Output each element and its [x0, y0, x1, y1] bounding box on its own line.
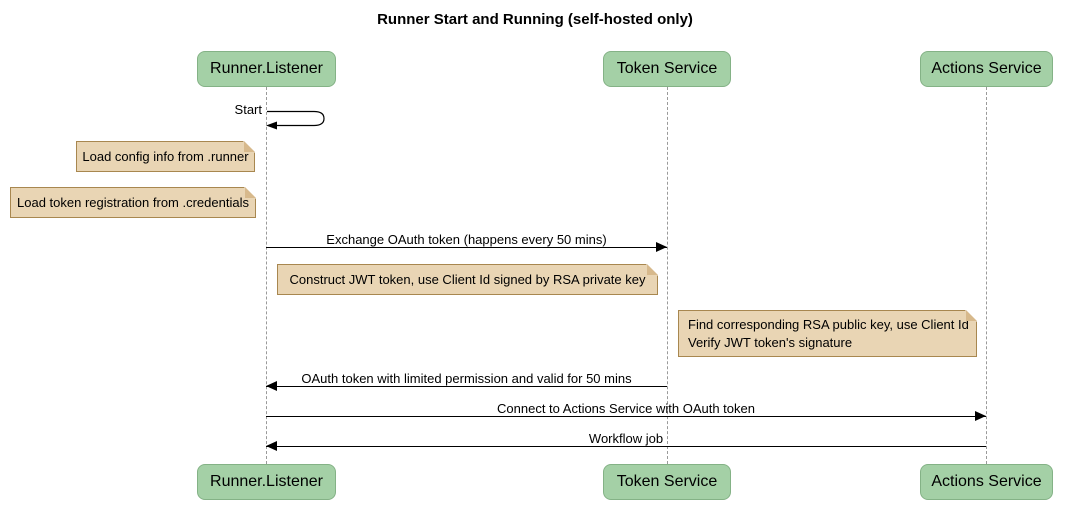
participant-label: Actions Service: [931, 60, 1042, 77]
participant-actions-service-top: Actions Service: [920, 51, 1053, 87]
lifeline-actions-service: [986, 87, 987, 464]
arrowhead-left-icon: [266, 381, 277, 391]
participant-runner-listener-bottom: Runner.Listener: [197, 464, 336, 500]
message-line: [266, 446, 986, 447]
message-label: Exchange OAuth token (happens every 50 m…: [326, 232, 607, 247]
note-text: Load config info from .runner: [82, 149, 249, 164]
arrowhead-left-icon: [266, 441, 277, 451]
note-load-token-registration: Load token registration from .credential…: [10, 187, 256, 218]
participant-label: Token Service: [616, 60, 718, 77]
participant-token-service-top: Token Service: [603, 51, 731, 87]
message-label: Workflow job: [588, 431, 664, 446]
participant-label: Token Service: [616, 473, 718, 490]
message-line: [266, 416, 986, 417]
message-line: [266, 386, 667, 387]
message-label: OAuth token with limited permission and …: [301, 371, 632, 386]
self-loop-arrow-icon: [266, 110, 325, 130]
note-text-line: Verify JWT token's signature: [688, 335, 853, 350]
message-label: Start: [234, 102, 262, 117]
participant-token-service-bottom: Token Service: [603, 464, 731, 500]
message-line: [266, 247, 667, 248]
arrowhead-right-icon: [975, 411, 986, 421]
arrowhead-right-icon: [656, 242, 667, 252]
participant-label: Actions Service: [931, 473, 1042, 490]
note-text-line: Find corresponding RSA public key, use C…: [688, 317, 969, 332]
participant-label: Runner.Listener: [210, 473, 323, 490]
participant-runner-listener-top: Runner.Listener: [197, 51, 336, 87]
note-text: Construct JWT token, use Client Id signe…: [289, 272, 646, 287]
participant-actions-service-bottom: Actions Service: [920, 464, 1053, 500]
note-text: Load token registration from .credential…: [17, 195, 249, 210]
note-load-config: Load config info from .runner: [76, 141, 255, 172]
note-verify-jwt: Find corresponding RSA public key, use C…: [678, 310, 977, 357]
diagram-title: Runner Start and Running (self-hosted on…: [377, 11, 693, 28]
message-label: Connect to Actions Service with OAuth to…: [497, 401, 755, 416]
lifeline-runner-listener: [266, 87, 267, 464]
note-construct-jwt: Construct JWT token, use Client Id signe…: [277, 264, 658, 295]
participant-label: Runner.Listener: [210, 60, 323, 77]
lifeline-token-service: [667, 87, 668, 464]
